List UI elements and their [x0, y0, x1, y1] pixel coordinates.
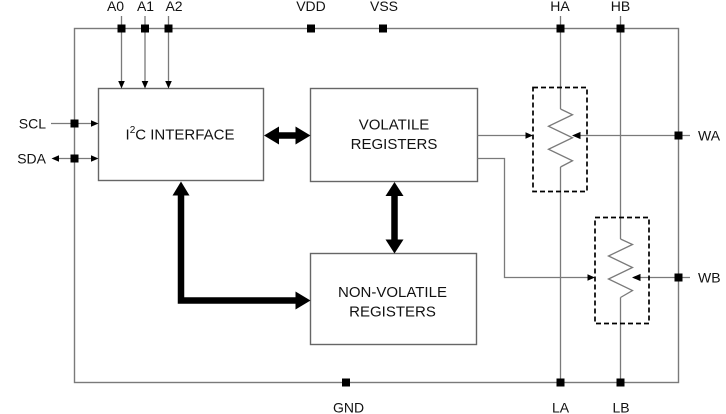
svg-text:A0: A0 — [107, 0, 124, 14]
svg-text:WB: WB — [698, 270, 721, 286]
svg-text:HB: HB — [611, 0, 630, 14]
svg-text:WA: WA — [698, 128, 721, 144]
svg-text:VDD: VDD — [296, 0, 326, 14]
svg-text:LA: LA — [552, 400, 570, 414]
svg-text:VSS: VSS — [370, 0, 398, 14]
svg-text:NON-VOLATILE: NON-VOLATILE — [338, 284, 447, 301]
svg-text:REGISTERS: REGISTERS — [351, 136, 438, 153]
svg-text:HA: HA — [550, 0, 570, 14]
svg-text:GND: GND — [333, 400, 364, 414]
svg-text:A1: A1 — [137, 0, 154, 14]
svg-text:A2: A2 — [165, 0, 182, 14]
svg-text:I2C INTERFACE: I2C INTERFACE — [126, 125, 235, 144]
svg-text:REGISTERS: REGISTERS — [349, 304, 436, 321]
svg-text:SCL: SCL — [19, 116, 46, 132]
svg-text:VOLATILE: VOLATILE — [359, 117, 430, 134]
svg-text:LB: LB — [612, 400, 629, 414]
svg-text:SDA: SDA — [17, 151, 46, 167]
